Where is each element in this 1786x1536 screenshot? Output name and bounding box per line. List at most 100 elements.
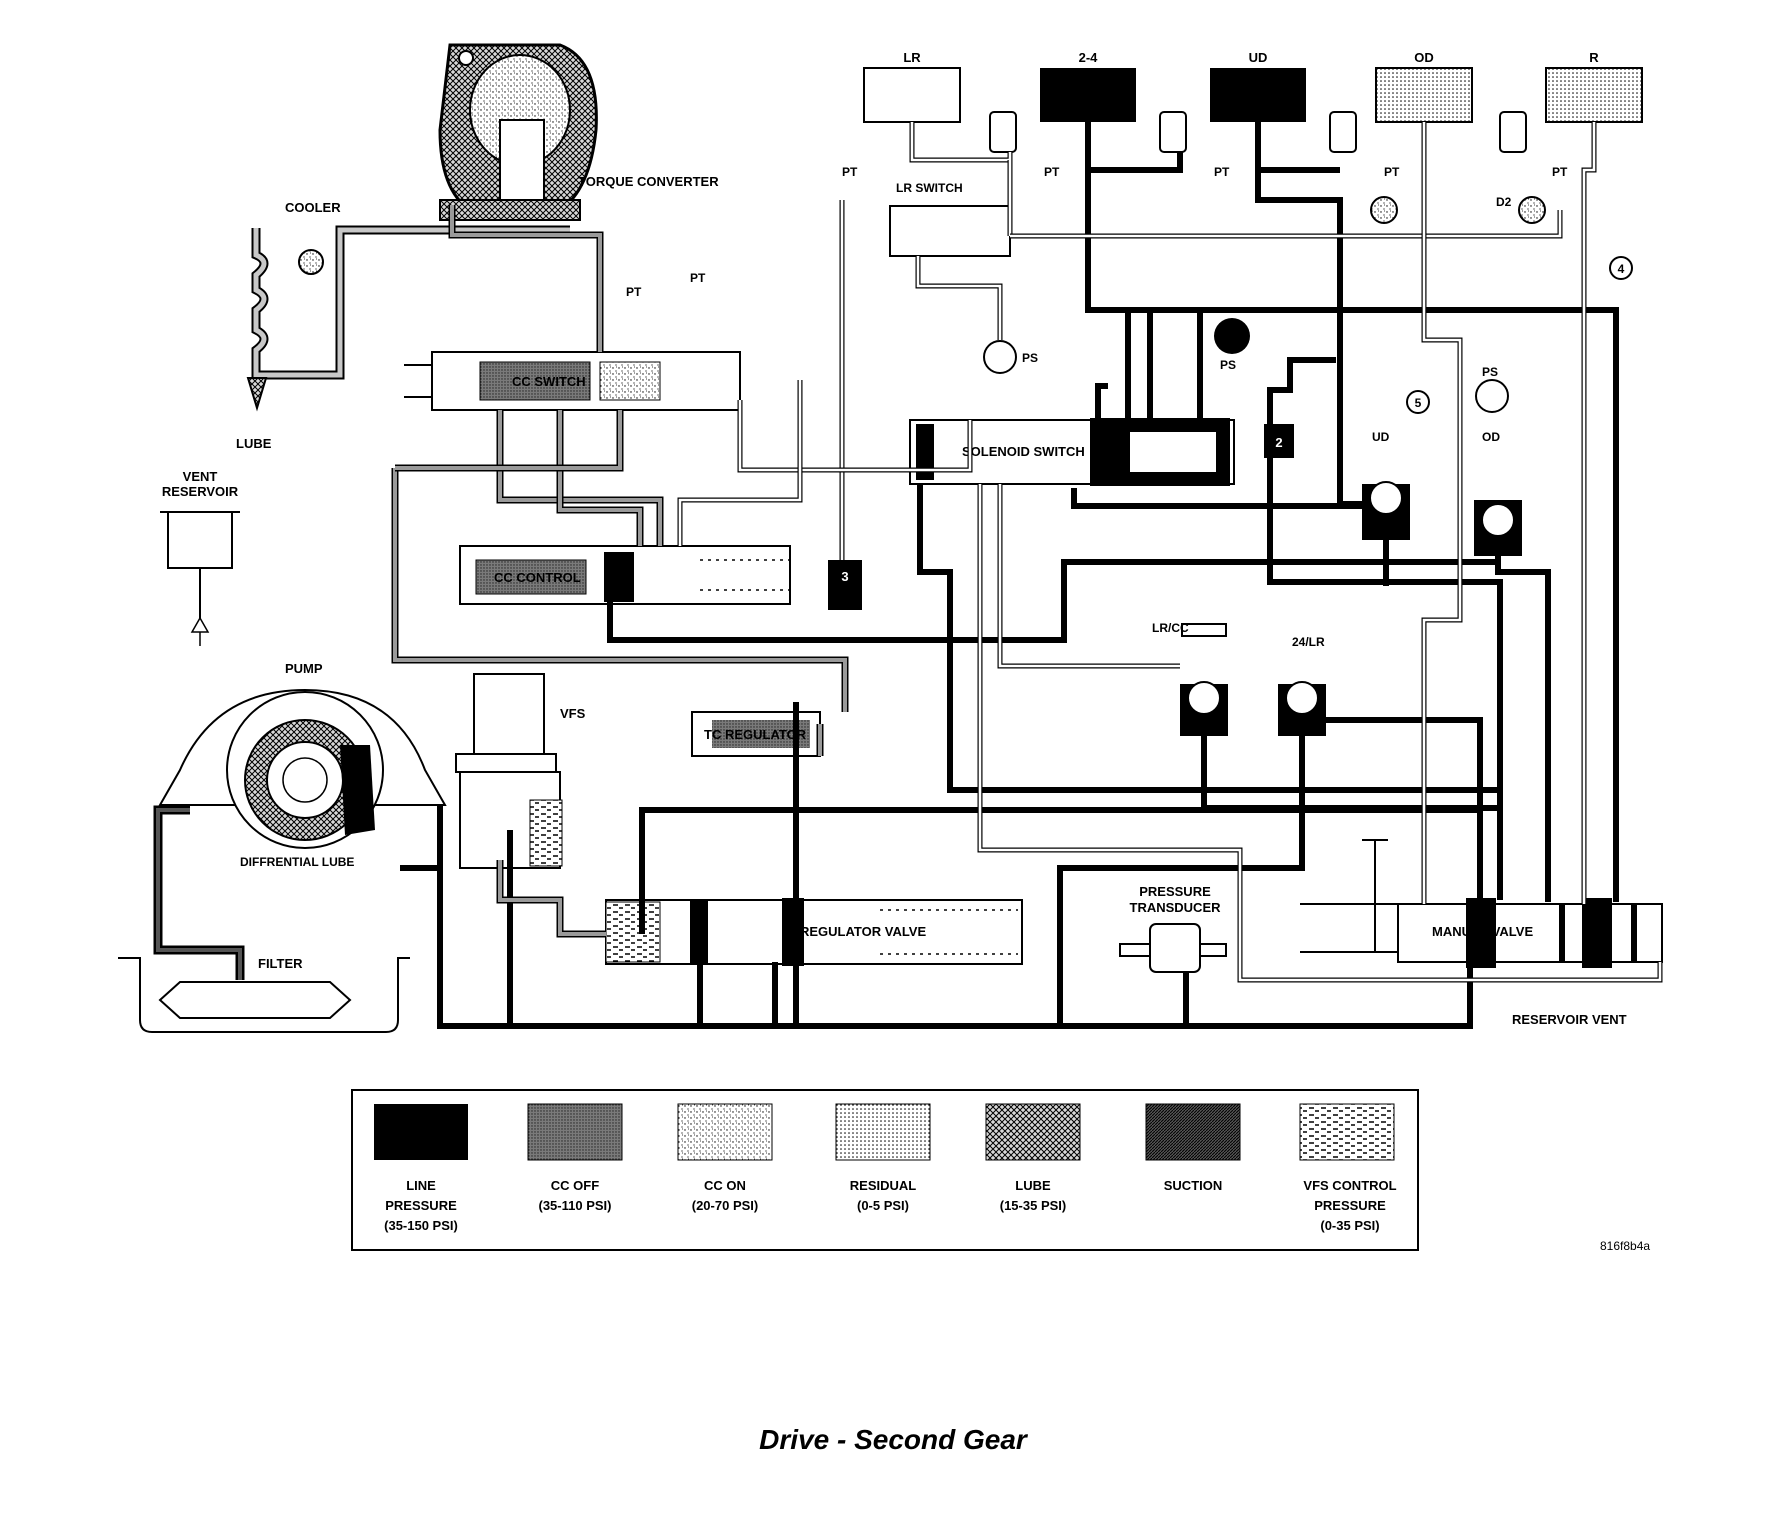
legend-lube-l2: (15-35 PSI) xyxy=(1000,1198,1066,1213)
two-four-lr-label: 24/LR xyxy=(1292,635,1325,649)
legend-cc-on-l1: CC ON xyxy=(704,1178,746,1193)
two-four-clutch: 2-4 xyxy=(1040,50,1136,122)
r-clutch-label: R xyxy=(1589,50,1599,65)
pressure-taps: PT PT PT PT PT PT PT D1 D2 xyxy=(626,165,1568,299)
legend-residual-l2: (0-5 PSI) xyxy=(857,1198,909,1213)
legend-cc-off-l2: (35-110 PSI) xyxy=(539,1198,612,1213)
r-clutch: R xyxy=(1545,50,1643,123)
check-2: 2 xyxy=(1275,435,1282,450)
legend-line-pressure-l3: (35-150 PSI) xyxy=(384,1218,458,1233)
two-four-lr-valve: 24/LR xyxy=(1278,635,1326,736)
ud-valve-label: UD xyxy=(1372,430,1390,444)
legend-vfs-l1: VFS CONTROL xyxy=(1303,1178,1396,1193)
ud-clutch: UD xyxy=(1210,50,1306,122)
vent-reservoir: VENT RESERVOIR xyxy=(160,469,240,646)
filter: FILTER xyxy=(118,805,410,1033)
legend-lube: LUBE (15-35 PSI) xyxy=(985,1103,1081,1213)
solenoid-switch: SOLENOID SWITCH xyxy=(909,418,1235,486)
legend-cc-on: CC ON (20-70 PSI) xyxy=(677,1103,773,1213)
legend-cc-off-l1: CC OFF xyxy=(551,1178,599,1193)
vent-label: VENT xyxy=(183,469,218,484)
regulator-valve: REGULATOR VALVE xyxy=(605,898,1023,966)
legend-lube-l1: LUBE xyxy=(1015,1178,1051,1193)
two-four-clutch-label: 2-4 xyxy=(1079,50,1099,65)
pt-label-tc1: PT xyxy=(626,285,642,299)
legend-line-pressure-l2: PRESSURE xyxy=(385,1198,457,1213)
pt-label-ud: PT xyxy=(1214,165,1230,179)
legend-suction: SUCTION xyxy=(1145,1103,1241,1193)
lr-clutch: LR xyxy=(863,50,961,123)
line-pressure-circuits xyxy=(400,122,1637,1029)
torque-converter: TORQUE CONVERTER xyxy=(438,43,719,221)
d2-check xyxy=(1518,196,1546,224)
manual-valve-label: MANUAL VALVE xyxy=(1432,924,1533,939)
od-valve-label: OD xyxy=(1482,430,1500,444)
cc-control-valve: CC CONTROL xyxy=(459,545,791,605)
ud-clutch-label: UD xyxy=(1249,50,1268,65)
pt-label-od: PT xyxy=(1384,165,1400,179)
legend-line-pressure-l1: LINE xyxy=(406,1178,436,1193)
reservoir-label: RESERVOIR xyxy=(162,484,239,499)
solenoid-switch-label: SOLENOID SWITCH xyxy=(962,444,1085,459)
ps-label-2: PS xyxy=(1220,358,1236,372)
check-3: 3 xyxy=(841,569,848,584)
vfs-solenoid: VFS xyxy=(455,673,586,869)
tc-regulator-label: TC REGULATOR xyxy=(704,727,807,742)
pt-label-r: PT xyxy=(1552,165,1568,179)
pt-label-tc2: PT xyxy=(690,271,706,285)
legend-vfs-l2: PRESSURE xyxy=(1314,1198,1386,1213)
tc-regulator: TC REGULATOR xyxy=(691,711,821,757)
pump-label: PUMP xyxy=(285,661,323,676)
ps-label-1: PS xyxy=(1022,351,1038,365)
pressure-transducer: PRESSURE TRANSDUCER xyxy=(1119,884,1227,973)
pressure-switch-canisters xyxy=(989,111,1527,153)
cc-off-circuits xyxy=(391,205,849,938)
lr-clutch-label: LR xyxy=(903,50,921,65)
d1-check xyxy=(1370,196,1398,224)
lube-label: LUBE xyxy=(236,436,272,451)
lr-cc-valve: LR/CC xyxy=(1152,621,1228,736)
figure-id: 816f8b4a xyxy=(1600,1239,1650,1253)
legend-suction-l1: SUCTION xyxy=(1164,1178,1223,1193)
pt-label-24: PT xyxy=(1044,165,1060,179)
pump: PUMP DIFFRENTIAL LUBE xyxy=(158,661,447,869)
legend-vfs-control: VFS CONTROL PRESSURE (0-35 PSI) xyxy=(1299,1103,1397,1233)
torque-converter-label: TORQUE CONVERTER xyxy=(578,174,719,189)
manual-valve: MANUAL VALVE RESERVOIR VENT xyxy=(1300,839,1663,1027)
cc-control-label: CC CONTROL xyxy=(494,570,581,585)
cc-switch-label: CC SWITCH xyxy=(512,374,586,389)
reservoir-vent-label: RESERVOIR VENT xyxy=(1512,1012,1627,1027)
legend-cc-on-l2: (20-70 PSI) xyxy=(692,1198,758,1213)
lr-switch-label: LR SWITCH xyxy=(896,181,963,195)
regulator-valve-label: REGULATOR VALVE xyxy=(800,924,926,939)
check-4: 4 xyxy=(1618,262,1625,276)
ud-valve: UD xyxy=(1362,430,1410,540)
od-clutch-label: OD xyxy=(1414,50,1434,65)
numbered-checks: 2 3 4 5 xyxy=(828,256,1633,610)
lr-cc-label: LR/CC xyxy=(1152,621,1189,635)
legend-residual-l1: RESIDUAL xyxy=(850,1178,917,1193)
pt-label-lr: PT xyxy=(842,165,858,179)
od-clutch: OD xyxy=(1375,50,1473,123)
page-caption: Drive - Second Gear xyxy=(759,1424,1027,1455)
od-valve: OD xyxy=(1474,430,1522,556)
legend-cc-off: CC OFF (35-110 PSI) xyxy=(527,1103,623,1213)
pressure-switches: PS PS PS xyxy=(983,318,1509,413)
legend-vfs-l3: (0-35 PSI) xyxy=(1320,1218,1379,1233)
vfs-label: VFS xyxy=(560,706,586,721)
transducer-label: TRANSDUCER xyxy=(1130,900,1222,915)
filter-label: FILTER xyxy=(258,956,303,971)
legend-line-pressure: LINE PRESSURE (35-150 PSI) xyxy=(374,1104,468,1233)
pressure-label: PRESSURE xyxy=(1139,884,1211,899)
ps-label-3: PS xyxy=(1482,365,1498,379)
differential-lube-label: DIFFRENTIAL LUBE xyxy=(240,855,354,869)
lr-switch: LR SWITCH xyxy=(889,181,1011,257)
legend: LINE PRESSURE (35-150 PSI) CC OFF (35-11… xyxy=(351,1089,1419,1251)
legend-residual: RESIDUAL (0-5 PSI) xyxy=(835,1103,931,1213)
cooler-label: COOLER xyxy=(285,200,341,215)
check-5: 5 xyxy=(1415,396,1422,410)
residual-circuits xyxy=(677,122,1663,983)
cooler: COOLER LUBE xyxy=(236,200,570,451)
d2-label: D2 xyxy=(1496,195,1512,209)
